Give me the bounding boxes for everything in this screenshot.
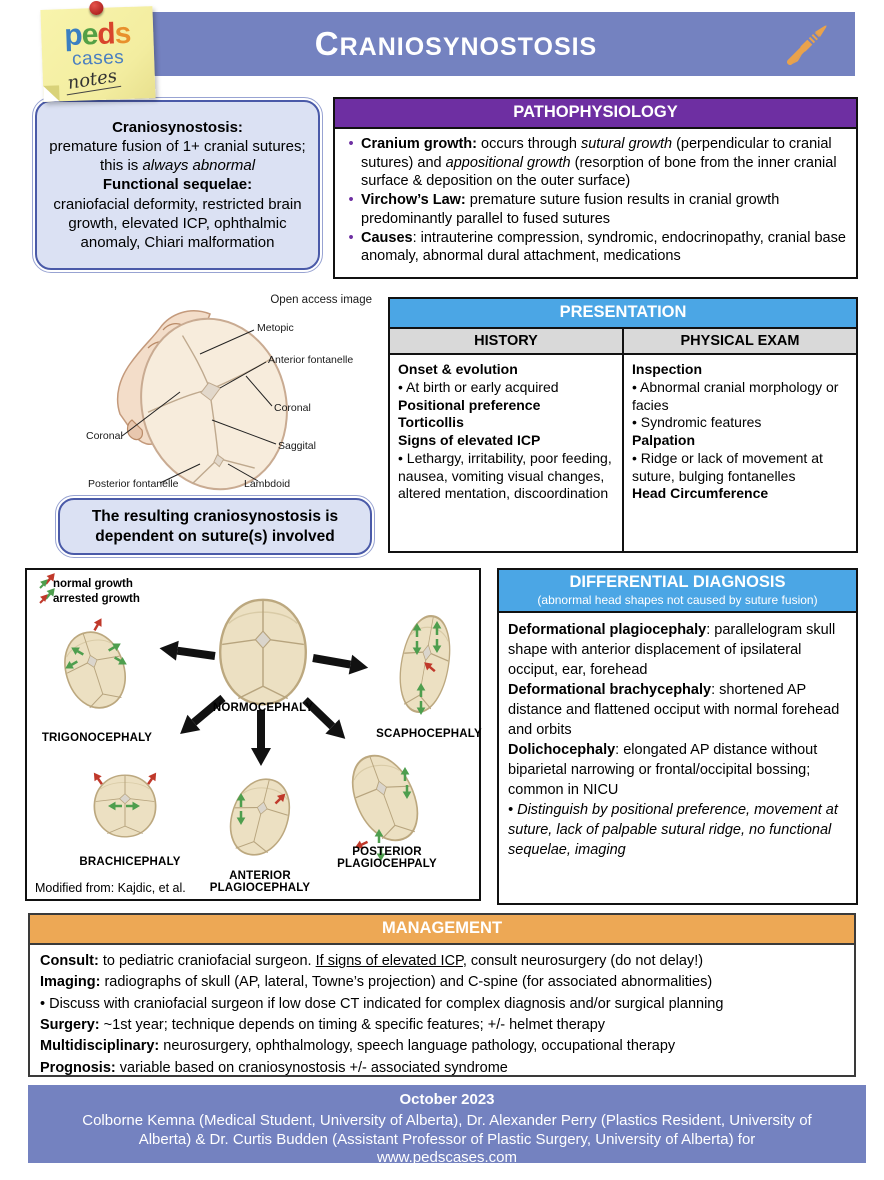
- pathophysiology-bullet: •Cranium growth: occurs through sutural …: [341, 135, 848, 191]
- presentation-section: PRESENTATION HISTORY PHYSICAL EXAM Onset…: [388, 297, 858, 553]
- arrested-growth-arrow-icon: [39, 593, 48, 604]
- label-trigonocephaly: TRIGONOCEPHALY: [41, 732, 153, 744]
- logo-word-peds: peds: [63, 16, 131, 53]
- management-line: Surgery: ~1st year; technique depends on…: [40, 1016, 606, 1033]
- label-normocephaly: NORMOCEPHALY: [212, 702, 314, 714]
- open-access-note: Open access image: [270, 294, 372, 306]
- dd-subtitle: (abnormal head shapes not caused by sutu…: [537, 593, 818, 607]
- label-lambdoid: Lambdoid: [244, 478, 291, 490]
- differential-diagnosis-header: DIFFERENTIAL DIAGNOSIS (abnormal head sh…: [499, 570, 856, 613]
- logo-fold-corner: [43, 85, 60, 102]
- pin-icon: [89, 0, 104, 16]
- pathophysiology-header: PATHOPHYSIOLOGY: [335, 99, 856, 129]
- dd-entry: Dolichocephaly: elongated AP distance wi…: [508, 742, 818, 798]
- management-line: Multidisciplinary: neurosurgery, ophthal…: [40, 1038, 676, 1055]
- management-line: Prognosis: variable based on craniosynos…: [40, 1059, 508, 1076]
- dd-entry: Deformational brachycephaly: shortened A…: [508, 682, 840, 738]
- label-metopic: Metopic: [257, 322, 294, 334]
- footer-date: October 2023: [399, 1091, 495, 1108]
- definition-line: premature fusion of 1+ cranial sutures; …: [49, 138, 306, 175]
- legend-normal-growth: normal growth: [37, 576, 140, 591]
- management-header: MANAGEMENT: [30, 915, 854, 945]
- legend-arrested-growth: arrested growth: [37, 591, 140, 606]
- differential-diagnosis-section: DIFFERENTIAL DIAGNOSIS (abnormal head sh…: [497, 568, 858, 905]
- logo-word-cases: cases: [71, 47, 125, 70]
- label-saggital: Saggital: [278, 440, 316, 452]
- label-scaphocephaly: SCAPHOCEPHALY: [376, 728, 482, 740]
- definition-box: Craniosynostosis: premature fusion of 1+…: [32, 97, 323, 273]
- bullet-icon: •: [348, 136, 354, 152]
- management-line: Imaging: radiographs of skull (AP, later…: [40, 974, 713, 991]
- pathophysiology-bullet: •Virchow’s Law: premature suture fusion …: [341, 191, 848, 228]
- scalpel-icon: [786, 25, 827, 66]
- label-anterior-plagiocephaly: ANTERIOR PLAGIOCEPHALY: [209, 870, 311, 894]
- page-title: CRANIOSYNOSTOSIS: [314, 25, 598, 62]
- resulting-text: The resulting craniosynostosis is depend…: [91, 508, 339, 545]
- label-posterior-fontanelle: Posterior fontanelle: [88, 478, 179, 490]
- physical-exam-column-header: PHYSICAL EXAM: [624, 329, 856, 353]
- label-coronal-left: Coronal: [86, 430, 123, 442]
- pedscases-logo: peds cases notes: [40, 0, 156, 102]
- history-column-header: HISTORY: [390, 329, 624, 353]
- normal-growth-arrow-icon: [39, 578, 48, 589]
- history-column: Onset & evolution • At birth or early ac…: [390, 355, 624, 551]
- head-shapes-figure: normal growth arrested growth NORMOCEPHA…: [25, 568, 482, 901]
- management-section: MANAGEMENT Consult: to pediatric craniof…: [28, 913, 856, 1077]
- footer-site: www.pedscases.com: [376, 1149, 518, 1167]
- label-posterior-plagiocephaly: POSTERIOR PLAGIOCEHPALY: [337, 846, 437, 870]
- dd-title: DIFFERENTIAL DIAGNOSIS: [569, 573, 786, 591]
- infant-skull-diagram: [116, 310, 288, 491]
- label-brachicephaly: BRACHICEPHALY: [79, 856, 181, 868]
- footer-banner: October 2023 Colborne Kemna (Medical Stu…: [28, 1085, 866, 1166]
- bullet-icon: •: [348, 229, 354, 246]
- definition-line: Functional sequelae:: [102, 176, 253, 194]
- logo-word-notes: notes: [63, 65, 122, 96]
- management-line: Consult: to pediatric craniofacial surge…: [40, 953, 704, 969]
- label-coronal-right: Coronal: [274, 402, 311, 414]
- pathophysiology-bullet: •Causes: intrauterine compression, syndr…: [341, 229, 848, 266]
- definition-line: craniofacial deformity, restricted brain…: [53, 195, 302, 251]
- pathophysiology-section: PATHOPHYSIOLOGY •Cranium growth: occurs …: [333, 97, 858, 279]
- title-banner: CRANIOSYNOSTOSIS: [57, 12, 855, 76]
- bullet-icon: •: [348, 192, 354, 209]
- management-line: • Discuss with craniofacial surgeon if l…: [40, 995, 724, 1012]
- label-anterior-fontanelle: Anterior fontanelle: [268, 354, 354, 366]
- definition-line: Craniosynostosis:: [112, 118, 243, 136]
- resulting-craniosynostosis-box: The resulting craniosynostosis is depend…: [55, 495, 375, 558]
- physical-exam-column: Inspection • Abnormal cranial morphology…: [632, 361, 839, 502]
- presentation-header: PRESENTATION: [390, 299, 856, 329]
- figure-caption: Modified from: Kajdic, et al.: [35, 881, 186, 895]
- dd-entry: Deformational plagiocephaly: parallelogr…: [508, 622, 836, 678]
- footer-credits: Colborne Kemna (Medical Student, Univers…: [82, 1111, 812, 1148]
- dd-entry: • Distinguish by positional preference, …: [508, 802, 838, 858]
- suture-anatomy-figure: Open access image Metopic Anterior fonta…: [62, 292, 374, 494]
